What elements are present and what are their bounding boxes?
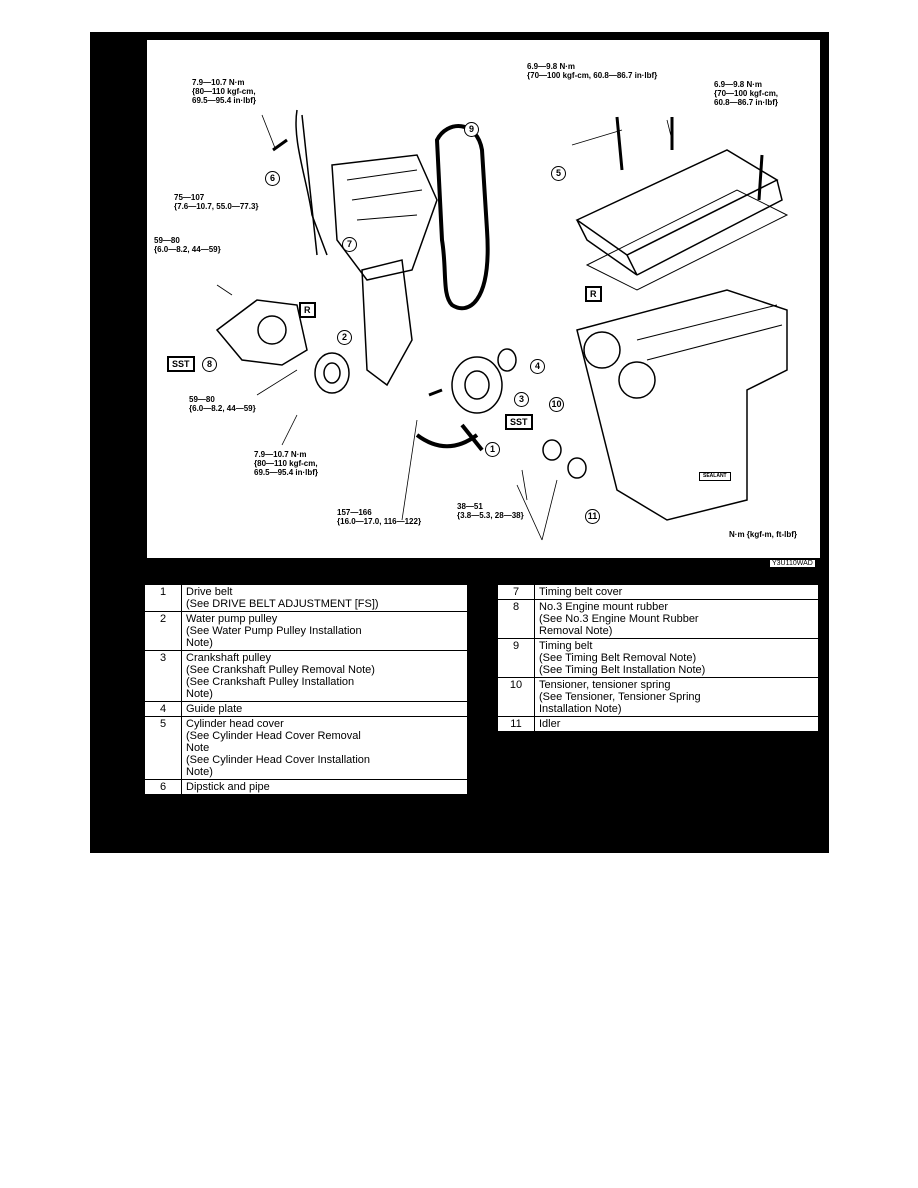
legend-number: 9 xyxy=(497,638,535,678)
callout-9: 9 xyxy=(464,122,479,137)
torque-spec-water-pump-pulley: 7.9—10.7 N·m {80—110 kgf-cm, 69.5—95.4 i… xyxy=(254,450,319,477)
legend-number: 11 xyxy=(497,716,535,732)
crankshaft-pulley-shape xyxy=(451,356,503,414)
drive-belt-shape xyxy=(415,433,479,449)
tensioner-shape xyxy=(542,439,562,461)
legend-number: 2 xyxy=(144,611,182,651)
callout-7: 7 xyxy=(342,237,357,252)
legend-description: Timing belt (See Timing Belt Removal Not… xyxy=(534,638,819,678)
torque-spec-head-cover-2: 6.9—9.8 N·m {70—100 kgf-cm, 60.8—86.7 in… xyxy=(714,80,779,107)
legend-number: 6 xyxy=(144,779,182,795)
dipstick-shape xyxy=(301,114,318,256)
callout-10: 10 xyxy=(549,397,564,412)
camshaft-sprocket-1 xyxy=(583,331,621,369)
callout-3: 3 xyxy=(514,392,529,407)
legend-number: 4 xyxy=(144,701,182,717)
callout-1: 1 xyxy=(485,442,500,457)
guide-plate-shape xyxy=(497,348,517,372)
dipstick-pipe-shape xyxy=(295,109,328,256)
sst-tag-crankshaft: SST xyxy=(505,414,533,430)
engine-mount-shape xyxy=(215,299,308,366)
torque-spec-mount-bolt: 59—80 {6.0—8.2, 44—59} xyxy=(154,236,221,254)
callout-6: 6 xyxy=(265,171,280,186)
torque-spec-dipstick: 7.9—10.7 N·m {80—110 kgf-cm, 69.5—95.4 i… xyxy=(192,78,257,105)
legend-number: 1 xyxy=(144,584,182,612)
legend-description: No.3 Engine mount rubber (See No.3 Engin… xyxy=(534,599,819,639)
torque-spec-tensioner: 38—51 {3.8—5.3, 28—38} xyxy=(457,502,524,520)
legend-number: 8 xyxy=(497,599,535,639)
legend-number: 7 xyxy=(497,584,535,600)
legend-number: 10 xyxy=(497,677,535,717)
sst-tag-mount: SST xyxy=(167,356,195,372)
rear-cover-shape xyxy=(361,259,413,387)
callout-2: 2 xyxy=(337,330,352,345)
units-note: N·m {kgf-m, ft-lbf} xyxy=(729,530,797,539)
r-tag-mount: R xyxy=(299,302,316,318)
timing-belt-shape xyxy=(434,124,490,311)
legend-description: Crankshaft pulley (See Crankshaft Pulley… xyxy=(181,650,468,702)
cylinder-head-cover-shape xyxy=(575,149,779,256)
water-pump-pulley-shape xyxy=(314,352,350,394)
callout-11: 11 xyxy=(585,509,600,524)
legend-description: Drive belt (See DRIVE BELT ADJUSTMENT [F… xyxy=(181,584,468,612)
legend-number: 5 xyxy=(144,716,182,780)
engine-block-shape xyxy=(576,289,788,521)
diagram-code: Y3U110WAD xyxy=(770,560,815,567)
legend-description: Water pump pulley (See Water Pump Pulley… xyxy=(181,611,468,651)
torque-spec-crankshaft-bolt: 157—166 {16.0—17.0, 116—122} xyxy=(337,508,422,526)
torque-spec-mount-lower: 59—80 {6.0—8.2, 44—59} xyxy=(189,395,256,413)
legend-description: Guide plate xyxy=(181,701,468,717)
callout-5: 5 xyxy=(551,166,566,181)
legend-description: Idler xyxy=(534,716,819,732)
legend-description: Dipstick and pipe xyxy=(181,779,468,795)
torque-spec-head-cover-1: 6.9—9.8 N·m {70—100 kgf-cm, 60.8—86.7 in… xyxy=(527,62,658,80)
diagram-artwork xyxy=(215,109,789,541)
callout-4: 4 xyxy=(530,359,545,374)
legend-description: Cylinder head cover (See Cylinder Head C… xyxy=(181,716,468,780)
callout-8: 8 xyxy=(202,357,217,372)
camshaft-sprocket-2 xyxy=(618,361,656,399)
legend-description: Timing belt cover xyxy=(534,584,819,600)
sealant-tag: SEALANT xyxy=(699,472,731,481)
legend-description: Tensioner, tensioner spring (See Tension… xyxy=(534,677,819,717)
engine-exploded-diagram: 7.9—10.7 N·m {80—110 kgf-cm, 69.5—95.4 i… xyxy=(147,40,820,558)
timing-belt-cover-shape xyxy=(331,154,438,281)
legend-number: 3 xyxy=(144,650,182,702)
r-tag-head-cover: R xyxy=(585,286,602,302)
torque-spec-mount-nut: 75—107 {7.6—10.7, 55.0—77.3} xyxy=(174,193,259,211)
idler-shape xyxy=(567,457,587,479)
